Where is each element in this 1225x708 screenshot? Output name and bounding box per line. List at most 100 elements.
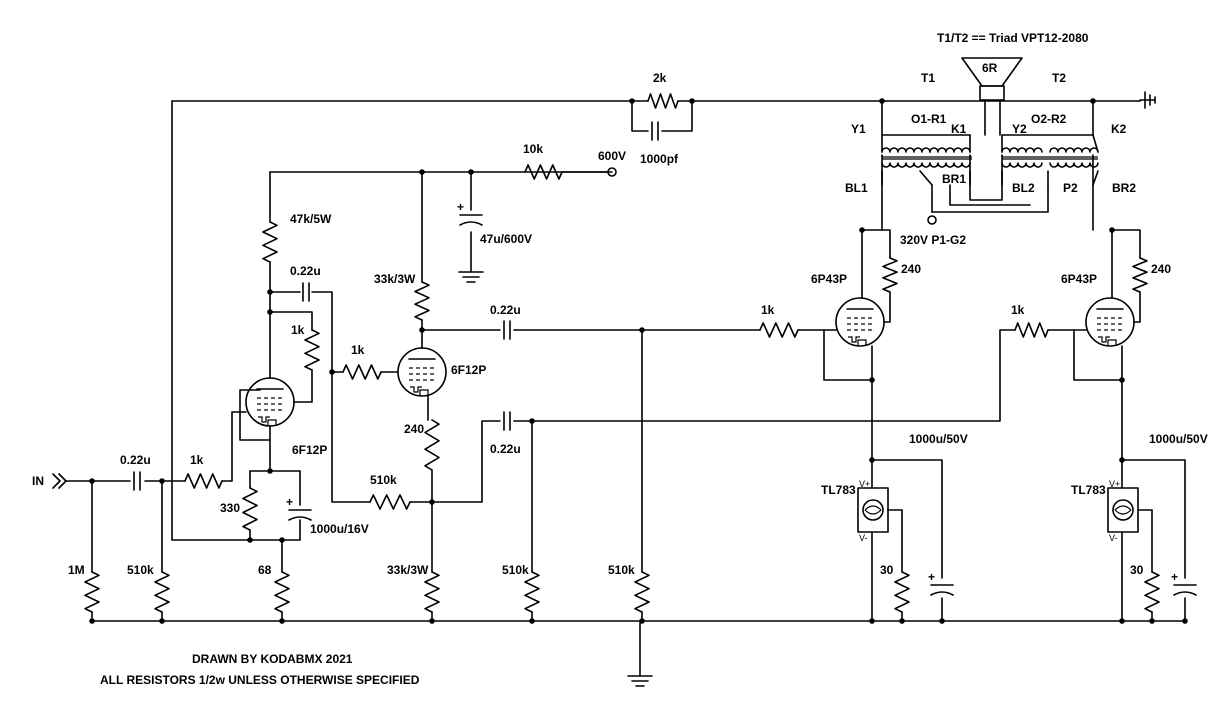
junction-dot-2 (267, 289, 273, 295)
label-p2: P2 (1063, 181, 1078, 195)
label-r-in-grid: 1k (190, 453, 204, 467)
wire-28 (311, 291, 371, 503)
label-r-240-p1: 240 (901, 262, 921, 276)
junction-dot-3 (267, 309, 273, 315)
label-t2: T2 (1052, 71, 1066, 85)
primary-coil-t1-lower (929, 147, 971, 153)
label-r-240-p2: 240 (1151, 262, 1171, 276)
label-r-510k-b: 510k (502, 563, 529, 577)
junction-dot-13 (529, 418, 535, 424)
label-r-30-b: 30 (1130, 563, 1144, 577)
resistor-grid-p2-1k (1014, 322, 1049, 338)
resistor-2k (647, 93, 679, 109)
label-c-couple-2: 0.22u (490, 303, 521, 317)
resistor-grid-v2-1k (342, 364, 382, 380)
label-r-47k5w: 47k/5W (290, 212, 332, 226)
coil-t1-b (929, 162, 971, 168)
footer-note-line: ALL RESISTORS 1/2w UNLESS OTHERWISE SPEC… (100, 673, 420, 687)
capacitor-1000u16v-plate-b (288, 516, 312, 521)
label-c-1000u50-b: 1000u/50V (1149, 432, 1208, 446)
label-tube-p1: 6P43P (811, 272, 847, 286)
capacitor-1000u16v-plus: + (286, 495, 293, 509)
transformer-windings (881, 134, 1099, 186)
junction-dot-16 (629, 98, 635, 104)
label-bl1: BL1 (845, 181, 868, 195)
tube-power-2-6p43p (1085, 297, 1135, 347)
junction-dot-14 (869, 457, 875, 463)
coil-t2-a (1001, 162, 1043, 168)
resistor-33k3w-top (414, 281, 430, 321)
input-label: IN (32, 474, 44, 488)
label-tube-p2: 6P43P (1061, 272, 1097, 286)
label-r-v1-plate: 1k (291, 323, 305, 337)
junction-dot-31 (1119, 618, 1125, 624)
tube-power-1-6p43p (835, 297, 885, 347)
junction-dots (89, 98, 1188, 624)
junction-dot-7 (419, 327, 425, 333)
wire-8 (239, 389, 271, 441)
label-ic-b: TL783 (1071, 483, 1106, 497)
junction-dot-34 (869, 377, 875, 383)
label-ic-a: TL783 (821, 483, 856, 497)
resistor-510k-feedback (369, 494, 411, 510)
capacitor-1000u50v-a-plus: + (928, 570, 935, 584)
supply-terminal (607, 167, 617, 177)
junction-dot-28 (869, 618, 875, 624)
junction-dot-35 (1119, 377, 1125, 383)
junction-dot-25 (429, 618, 435, 624)
junction-dot-4 (329, 369, 335, 375)
resistor-240-p2 (1132, 257, 1148, 293)
coil-t1-a (881, 162, 931, 168)
circuit-wires (65, 100, 1186, 677)
wire-30 (293, 369, 313, 403)
junction-dot-22 (89, 618, 95, 624)
ground-symbol-filter (458, 271, 484, 283)
label-r-1m: 1M (68, 563, 85, 577)
junction-dot-19 (1090, 98, 1096, 104)
capacitor-47u600v-plus: + (457, 200, 464, 214)
label-r-grid-p1: 1k (761, 303, 775, 317)
resistor-input-1k (184, 473, 223, 489)
label-r-grid-v2: 1k (351, 343, 365, 357)
capacitor-1000u50v-a-plate-b (930, 591, 954, 596)
resistor-grid-p1-1k (759, 322, 799, 338)
junction-dot-9 (279, 537, 285, 543)
screen-voltage-label: 320V P1-G2 (900, 233, 966, 247)
junction-dot-11 (267, 468, 273, 474)
wire-70 (1133, 291, 1141, 323)
label-c-couple-3: 0.22u (490, 442, 521, 456)
ground-symbol-main (627, 675, 653, 687)
chassis-ground-symbol (1139, 91, 1156, 109)
label-c-1000u50-a: 1000u/50V (909, 432, 968, 446)
junction-dot-15 (1119, 457, 1125, 463)
label-r-10k: 10k (523, 142, 543, 156)
resistor-1m (84, 571, 100, 613)
resistors (84, 93, 1160, 613)
wire-76 (969, 154, 1003, 201)
wire-78 (931, 184, 1049, 213)
resistor-v1-plate-1k (304, 329, 320, 371)
junction-dot-30 (939, 618, 945, 624)
wire-61 (1073, 329, 1123, 381)
coil-lead-5 (919, 170, 933, 186)
wire-22 (631, 100, 649, 132)
ic-a-vplus-label: V+ (859, 479, 870, 489)
coil-lead-9 (1092, 170, 1099, 186)
label-c-in: 0.22u (120, 453, 151, 467)
label-tube-v2: 6F12P (451, 363, 486, 377)
junction-dot-0 (89, 478, 95, 484)
junction-dot-17 (689, 98, 695, 104)
label-t1: T1 (921, 71, 935, 85)
label-r-68: 68 (258, 563, 272, 577)
label-r-grid-p2: 1k (1011, 303, 1025, 317)
capacitors: ++++ (133, 121, 1197, 596)
primary-coil-t1-upper (881, 147, 931, 153)
junction-dot-10 (247, 537, 253, 543)
junction-dot-26 (529, 618, 535, 624)
regulator-tl783-a (857, 487, 903, 533)
label-y1: Y1 (851, 122, 866, 136)
label-o2r2: O2-R2 (1031, 112, 1067, 126)
label-o1r1: O1-R1 (911, 112, 947, 126)
resistor-240-cathode (424, 419, 440, 471)
junction-dot-20 (859, 227, 865, 233)
